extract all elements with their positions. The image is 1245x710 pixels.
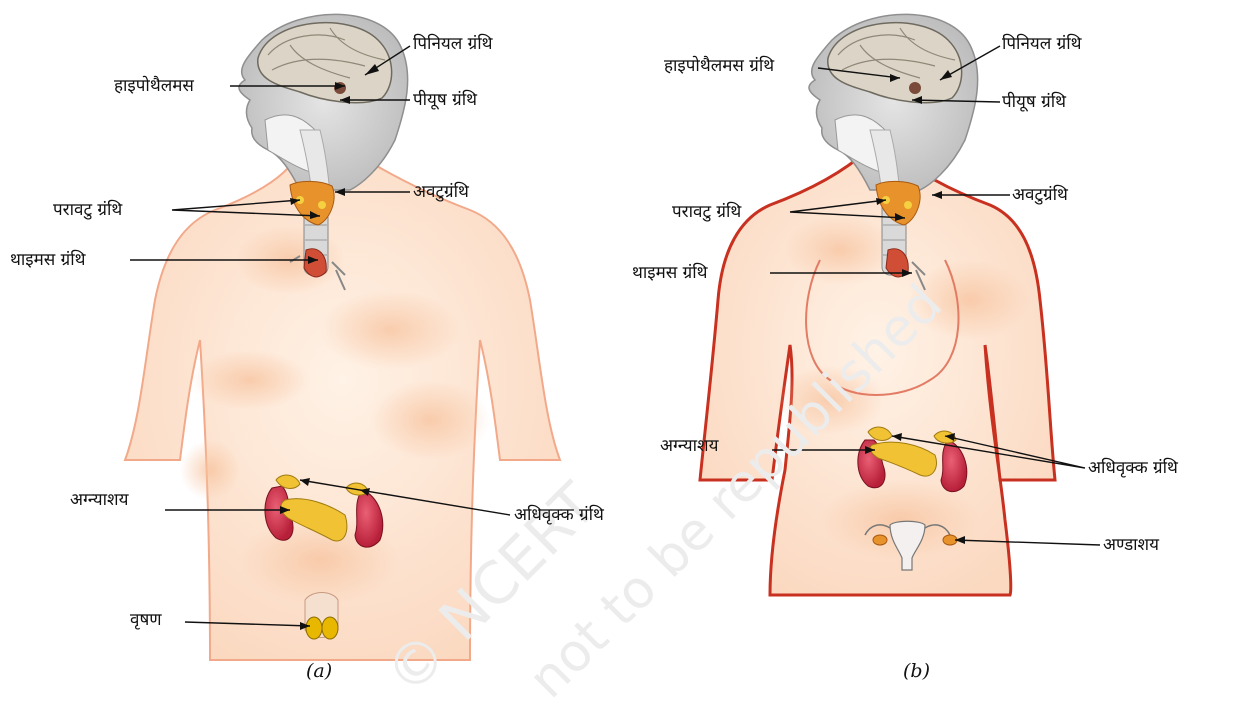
caption-b: (b) bbox=[903, 660, 930, 682]
label-b-pancreas: अग्न्याशय bbox=[660, 438, 718, 455]
label-b-ovary: अण्डाशय bbox=[1103, 537, 1159, 554]
label-b-hypothalamus: हाइपोथैलमस ग्रंथि bbox=[664, 58, 774, 75]
label-b-thyroid: अवटुग्रंथि bbox=[1012, 187, 1068, 204]
label-a-pineal: पिनियल ग्रंथि bbox=[413, 36, 493, 53]
label-a-testis: वृषण bbox=[130, 612, 162, 629]
label-a-pituitary: पीयूष ग्रंथि bbox=[413, 92, 477, 109]
label-b-pineal: पिनियल ग्रंथि bbox=[1002, 36, 1082, 53]
label-a-parathyroid: परावटु ग्रंथि bbox=[53, 202, 122, 219]
label-b-parathyroid: परावटु ग्रंथि bbox=[672, 204, 741, 221]
label-a-thyroid: अवटुग्रंथि bbox=[413, 184, 469, 201]
label-a-thymus: थाइमस ग्रंथि bbox=[10, 252, 86, 269]
label-b-pituitary: पीयूष ग्रंथि bbox=[1002, 94, 1066, 111]
label-a-adrenal: अधिवृक्क ग्रंथि bbox=[514, 507, 604, 524]
label-a-pancreas: अग्न्याशय bbox=[70, 492, 128, 509]
label-b-thymus: थाइमस ग्रंथि bbox=[632, 265, 708, 282]
label-b-adrenal: अधिवृक्क ग्रंथि bbox=[1088, 460, 1178, 477]
caption-a: (a) bbox=[306, 660, 332, 682]
endocrine-glands-figure: © NCERT not to be republished पिनियल ग्र… bbox=[0, 0, 1245, 695]
male-body-figure bbox=[125, 14, 560, 660]
label-a-hypothalamus: हाइपोथैलमस bbox=[114, 78, 194, 95]
